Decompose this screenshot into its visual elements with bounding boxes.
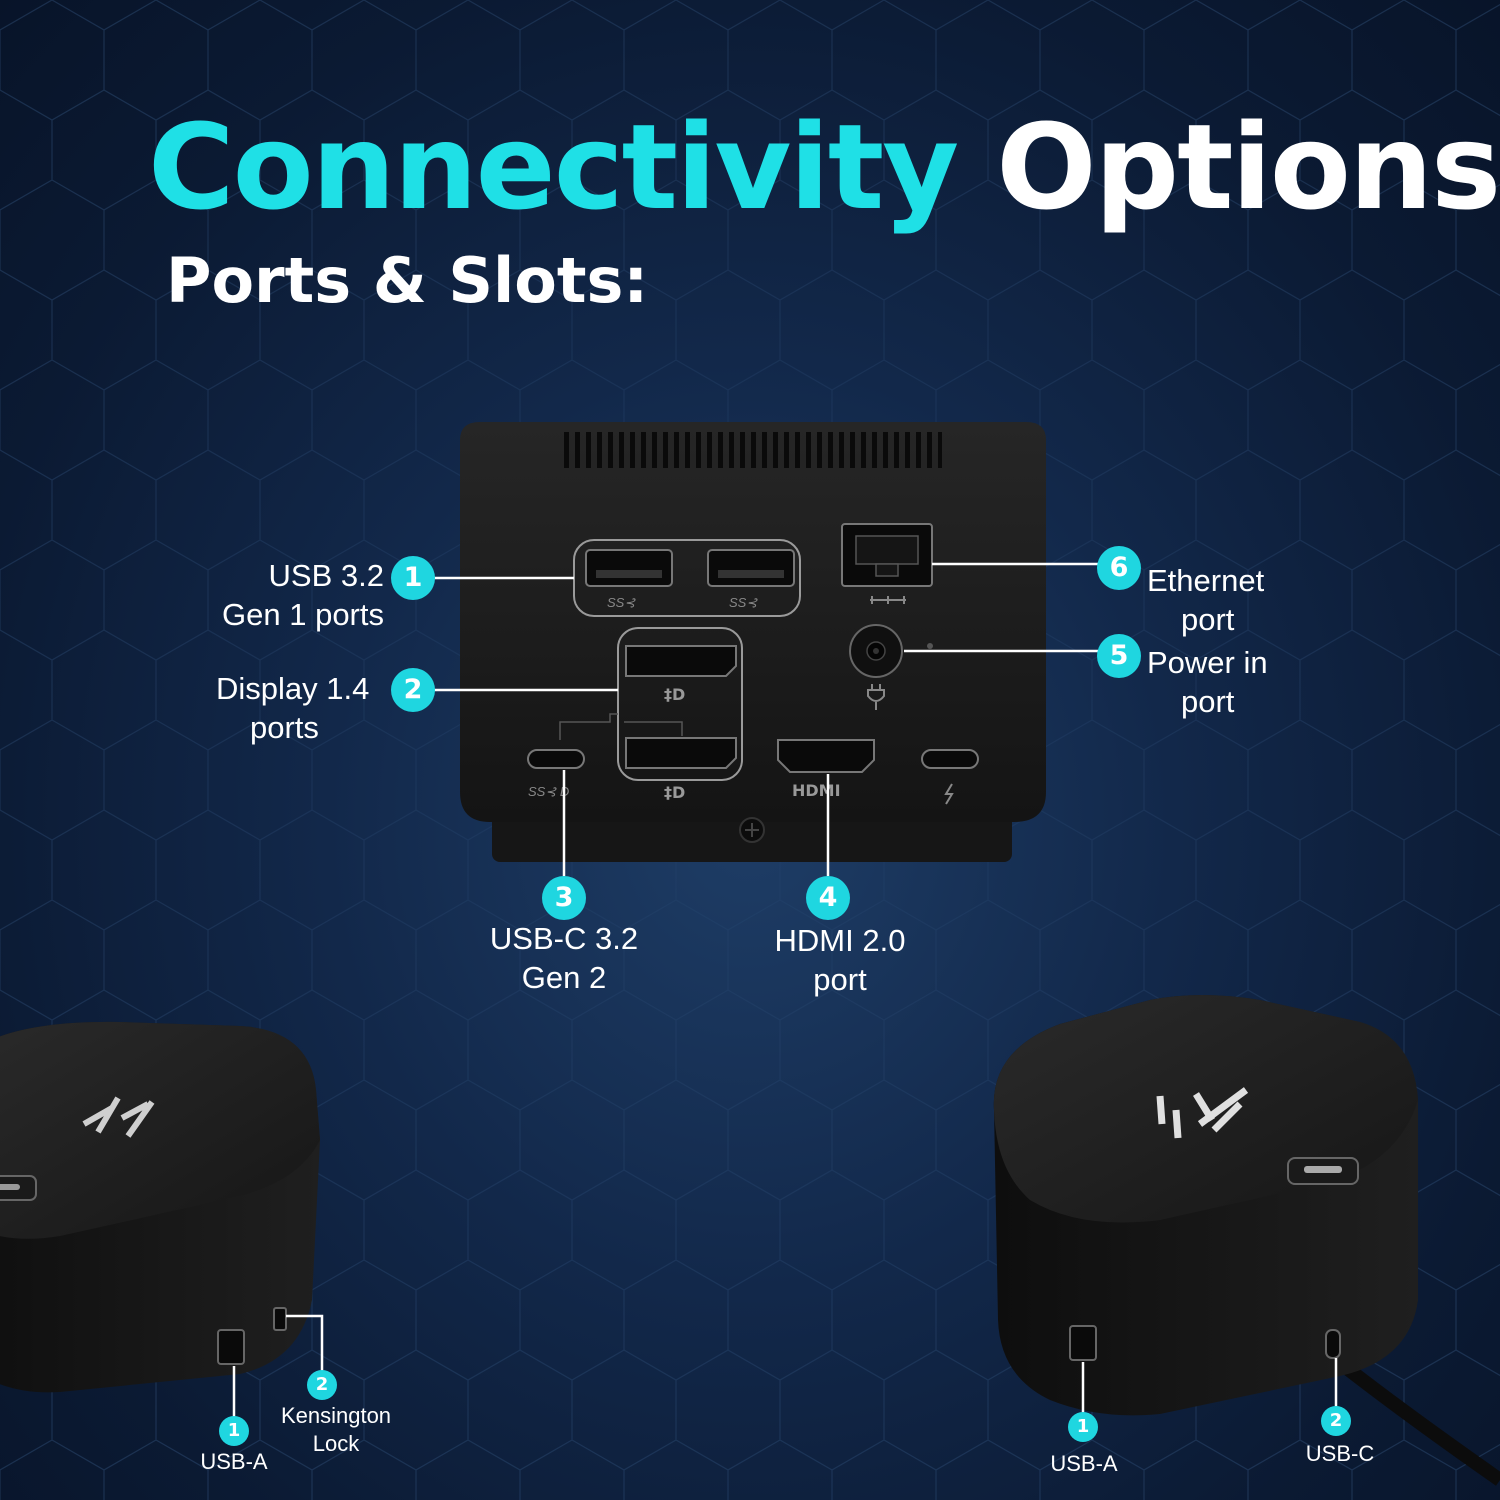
hp-logo-icon (1156, 1087, 1249, 1139)
usb-a-port: SS⊰ (707, 549, 795, 610)
callout-label-usb-c: USB-C 3.2 Gen 2 (460, 920, 668, 998)
callout-label-power: Power in port (1147, 644, 1327, 722)
callout-line: Lock (312, 1430, 360, 1456)
power-in-port (849, 624, 933, 710)
displayport-port: ‡D (625, 645, 737, 704)
displayport-port: ‡D (625, 737, 737, 802)
left-callout-badge-1: 1 (219, 1416, 249, 1446)
hdmi-marking: HDMI (792, 781, 841, 800)
callout-line: ports (250, 709, 319, 745)
left-callout-label-usb-a: USB-A (200, 1449, 268, 1474)
usb-superspeed-icon: SS⊰ (607, 595, 636, 610)
callout-lines (232, 1314, 324, 1418)
callout-line: port (813, 961, 867, 997)
network-icon (870, 596, 906, 604)
thunderbolt-port (921, 749, 979, 805)
callout-line: port (1181, 683, 1235, 719)
callout-label-usb-a: USB 3.2 Gen 1 ports (180, 557, 384, 635)
usb-a-port (217, 1329, 245, 1365)
usb-c-port: SS⊰ D (527, 749, 585, 799)
usb-a-port (1069, 1325, 1097, 1361)
callout-line: Gen 2 (521, 959, 607, 995)
callout-badge-4: 4 (806, 876, 850, 920)
callout-badge-1: 1 (391, 556, 435, 600)
callout-line: Display 1.4 (216, 671, 370, 706)
callout-badge-2: 2 (391, 668, 435, 712)
title-rest: Options (996, 98, 1500, 236)
callout-badge-3: 3 (542, 876, 586, 920)
callout-line: Power in (1147, 645, 1268, 680)
page-subtitle: Ports & Slots: (166, 244, 649, 317)
dock-rear-view: SS⊰ SS⊰ ‡D ‡D SS⊰ D (426, 422, 1098, 876)
right-callout-label-usb-c: USB-C (1305, 1441, 1375, 1466)
callout-line: USB 3.2 (268, 558, 384, 593)
callout-line: USB-C 3.2 (489, 921, 639, 956)
callout-lines (1081, 1358, 1338, 1414)
displayport-icon: ‡D (664, 783, 685, 802)
callout-line: port (1181, 601, 1235, 637)
dock-right-view (993, 995, 1500, 1486)
callout-lines (426, 562, 1098, 876)
callout-badge-6: 6 (1097, 546, 1141, 590)
vent-grille (562, 432, 942, 468)
callout-label-hdmi: HDMI 2.0 port (740, 922, 940, 1000)
usb-c-dp-icon: SS⊰ D (528, 784, 569, 799)
hp-logo-icon (82, 1096, 155, 1138)
page-title: Connectivity Options (148, 98, 1500, 236)
usb-superspeed-icon: SS⊰ (729, 595, 758, 610)
callout-label-displayport: Display 1.4 ports (216, 670, 396, 748)
right-callout-label-usb-a: USB-A (1050, 1451, 1118, 1476)
ethernet-port (841, 523, 933, 604)
right-callout-badge-1: 1 (1068, 1412, 1098, 1442)
title-accent: Connectivity (148, 98, 959, 236)
right-callout-badge-2: 2 (1321, 1406, 1351, 1436)
thunderbolt-icon (944, 783, 954, 805)
callout-line: HDMI 2.0 (774, 923, 906, 958)
usb-c-port (1325, 1329, 1341, 1359)
kensington-lock-slot (273, 1307, 287, 1331)
callout-line: Kensington (280, 1403, 392, 1428)
power-plug-icon (867, 684, 885, 710)
callout-badge-5: 5 (1097, 634, 1141, 678)
left-callout-label-kensington: Kensington Lock (256, 1402, 416, 1457)
dock-left-view (0, 1021, 324, 1418)
displayport-highlight (617, 627, 743, 781)
left-callout-badge-2: 2 (307, 1370, 337, 1400)
usb-a-port: SS⊰ (585, 549, 673, 610)
displayport-icon: ‡D (664, 685, 685, 704)
callout-line: Ethernet (1147, 563, 1265, 598)
callout-label-ethernet: Ethernet port (1147, 562, 1327, 640)
callout-line: Gen 1 ports (222, 596, 384, 632)
